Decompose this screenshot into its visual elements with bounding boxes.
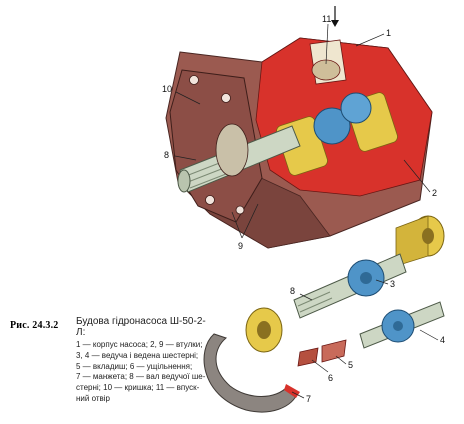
caption-title: Будова гідронасоса Ш-50-2-Л: <box>76 316 206 338</box>
callout-1: 1 <box>386 28 391 38</box>
cuff-7-lip <box>284 384 300 398</box>
shaft-spline <box>187 167 225 183</box>
pump-assembly <box>165 6 433 249</box>
figure-caption: Будова гідронасоса Ш-50-2-Л: 1 — корпус … <box>76 316 206 405</box>
callout-8: 8 <box>164 150 169 160</box>
callout-6: 6 <box>328 373 333 383</box>
insert-5 <box>321 339 347 363</box>
gear-4-hub <box>393 321 403 331</box>
leader-11 <box>325 23 329 65</box>
caption-legend: 1 — корпус насоса; 2, 9 — втулки; 3, 4 —… <box>76 340 206 405</box>
bushing-2-body <box>395 215 429 267</box>
legend-line: стерні; 10 — кришка; 11 — впуск- <box>76 383 200 393</box>
gear-3-hub <box>360 272 372 284</box>
legend-line: 7 — манжета; 8 — вал ведучої ше- <box>76 372 206 382</box>
exploded-parts <box>203 215 445 413</box>
bolt-hole <box>221 93 231 103</box>
callout-11: 11 <box>322 14 331 24</box>
leader-lines <box>174 23 439 399</box>
figure-label: Рис. 24.3.2 <box>10 320 59 331</box>
callout-3: 3 <box>390 279 395 289</box>
leader-8 <box>174 155 197 161</box>
callout-9: 9 <box>238 241 243 251</box>
bolt-hole <box>189 75 199 85</box>
inlet-arrowhead <box>331 20 339 27</box>
leader-10 <box>175 91 201 105</box>
callout-7: 7 <box>306 394 311 404</box>
shaft-spline <box>299 297 333 313</box>
leader-4 <box>419 329 439 341</box>
bushing-9-bore <box>257 321 271 339</box>
shaft-spline <box>189 173 227 189</box>
legend-line: 3, 4 — ведуча і ведена шестерні; <box>76 350 199 360</box>
shaft-end <box>177 169 191 193</box>
leader-6 <box>311 359 329 373</box>
driven-gear <box>340 92 372 124</box>
leader-7 <box>291 391 305 399</box>
leader-9a <box>231 211 243 239</box>
legend-line: ний отвір <box>76 393 110 403</box>
leader-5 <box>335 355 347 365</box>
bushing-2-bore <box>422 228 434 244</box>
callout-8-exploded: 8 <box>290 286 295 296</box>
callout-5: 5 <box>348 360 353 370</box>
seal-6 <box>297 347 319 367</box>
leader-1 <box>355 33 385 47</box>
cover-bore <box>215 123 249 177</box>
leader-8b <box>299 293 313 301</box>
leader-9b <box>241 203 259 239</box>
leader-3 <box>375 279 389 285</box>
shaft-spline <box>297 291 331 307</box>
callout-4: 4 <box>440 335 445 345</box>
driving-gear <box>313 107 351 145</box>
callout-10: 10 <box>162 84 172 94</box>
legend-line: 1 — корпус насоса; 2, 9 — втулки; <box>76 340 203 349</box>
leader-2 <box>403 159 431 193</box>
callout-2: 2 <box>432 188 437 198</box>
bolt-hole <box>205 195 215 205</box>
bolt-hole <box>235 205 245 215</box>
shaft-spline <box>185 161 223 177</box>
legend-line: 5 — вкладиш; 6 — ущільнення; <box>76 361 193 371</box>
